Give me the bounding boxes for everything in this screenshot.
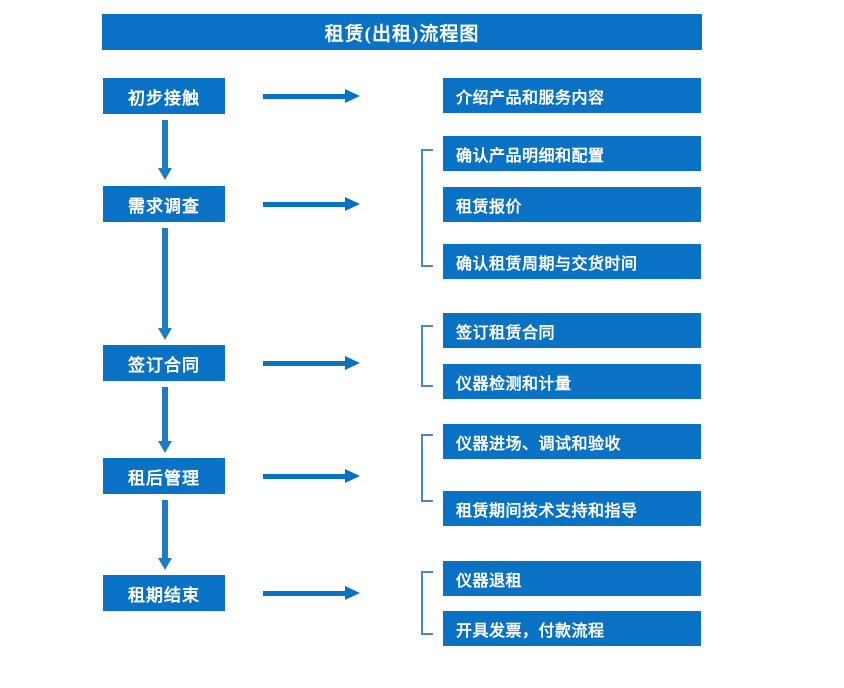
group-bracket-1 bbox=[421, 149, 433, 267]
right-arrow-icon-2 bbox=[263, 197, 360, 211]
right-arrow-icon-1 bbox=[263, 89, 360, 103]
group-bracket-3 bbox=[421, 434, 433, 502]
down-arrow-icon-4 bbox=[158, 500, 172, 570]
flowchart-title: 租赁(出租)流程图 bbox=[102, 14, 702, 50]
detail-box-2[interactable]: 确认产品明细和配置 bbox=[443, 136, 701, 171]
detail-box-5[interactable]: 签订租赁合同 bbox=[443, 313, 701, 348]
detail-box-4[interactable]: 确认租赁周期与交货时间 bbox=[443, 244, 701, 279]
down-arrow-icon-3 bbox=[158, 387, 172, 453]
detail-box-8[interactable]: 租赁期间技术支持和指导 bbox=[443, 491, 701, 526]
right-arrow-icon-4 bbox=[263, 469, 360, 483]
detail-box-10[interactable]: 开具发票，付款流程 bbox=[443, 611, 701, 646]
stage-box-2[interactable]: 需求调查 bbox=[103, 186, 225, 222]
group-bracket-2 bbox=[421, 325, 433, 387]
detail-box-9[interactable]: 仪器退租 bbox=[443, 561, 701, 596]
detail-box-3[interactable]: 租赁报价 bbox=[443, 187, 701, 222]
right-arrow-icon-3 bbox=[263, 356, 360, 370]
down-arrow-icon-2 bbox=[158, 228, 172, 340]
detail-box-7[interactable]: 仪器进场、调试和验收 bbox=[443, 424, 701, 459]
down-arrow-icon-1 bbox=[158, 120, 172, 180]
stage-box-3[interactable]: 签订合同 bbox=[103, 345, 225, 381]
stage-box-1[interactable]: 初步接触 bbox=[103, 78, 225, 114]
group-bracket-4 bbox=[421, 571, 433, 635]
right-arrow-icon-5 bbox=[263, 586, 360, 600]
detail-box-1[interactable]: 介绍产品和服务内容 bbox=[443, 78, 701, 113]
stage-box-5[interactable]: 租期结束 bbox=[103, 575, 225, 611]
stage-box-4[interactable]: 租后管理 bbox=[103, 458, 225, 494]
detail-box-6[interactable]: 仪器检测和计量 bbox=[443, 364, 701, 399]
